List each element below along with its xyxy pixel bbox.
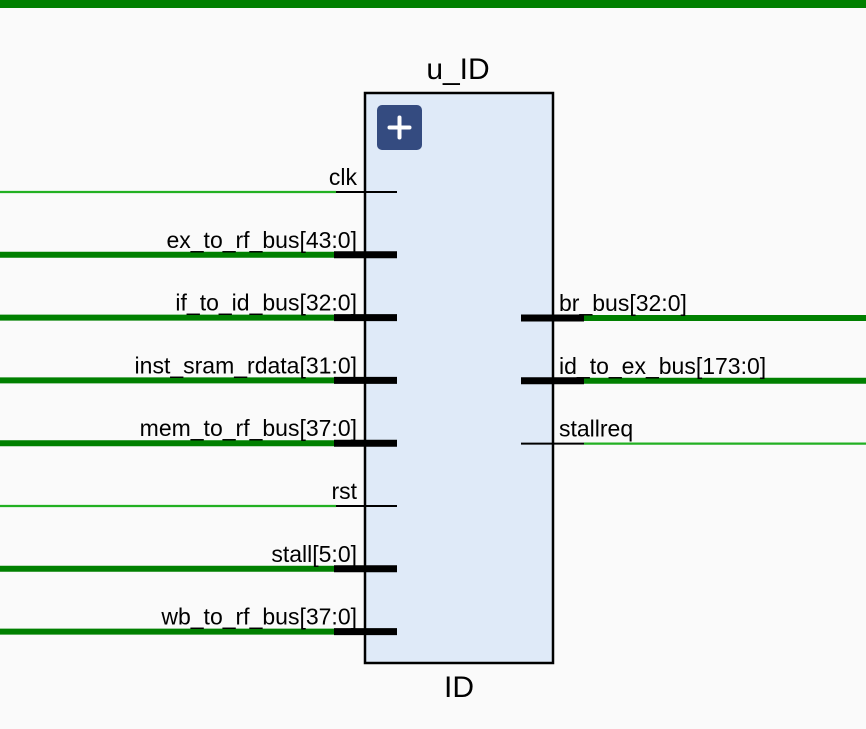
output-pin-label: id_to_ex_bus[173:0] (559, 353, 766, 379)
input-pin-label: inst_sram_rdata[31:0] (135, 352, 357, 378)
module-name: ID (444, 671, 474, 704)
input-pin-label: clk (329, 164, 358, 190)
input-pin-label: wb_to_rf_bus[37:0] (160, 604, 357, 630)
input-pin-rst[interactable]: rst (0, 478, 397, 508)
plus-icon (387, 115, 412, 140)
input-pin-label: ex_to_rf_bus[43:0] (166, 227, 357, 253)
input-pin-stall[interactable]: stall[5:0] (0, 541, 397, 573)
input-pin-inst-sram-rdata[interactable]: inst_sram_rdata[31:0] (0, 352, 397, 384)
input-pin-label: stall[5:0] (271, 541, 357, 567)
top-bus-wire[interactable] (0, 0, 866, 8)
input-pin-wb-to-rf-bus[interactable]: wb_to_rf_bus[37:0] (0, 604, 397, 636)
instance-name: u_ID (426, 53, 489, 86)
input-pin-if-to-id-bus[interactable]: if_to_id_bus[32:0] (0, 290, 397, 322)
input-pin-label: if_to_id_bus[32:0] (175, 290, 357, 316)
expand-button[interactable] (377, 105, 422, 150)
input-pin-label: rst (331, 478, 357, 504)
input-pins: clk ex_to_rf_bus[43:0] if_to_id_bus[32:0]i… (0, 164, 397, 636)
input-pin-clk[interactable]: clk (0, 164, 397, 194)
output-pin-br-bus[interactable]: br_bus[32:0] (521, 290, 866, 322)
output-pin-stallreq[interactable]: stallreq (521, 416, 866, 445)
input-pin-label: mem_to_rf_bus[37:0] (140, 415, 357, 441)
output-pin-label: br_bus[32:0] (559, 290, 687, 316)
output-pin-label: stallreq (559, 416, 633, 442)
output-pin-id-to-ex-bus[interactable]: id_to_ex_bus[173:0] (521, 353, 866, 385)
input-pin-ex-to-rf-bus[interactable]: ex_to_rf_bus[43:0] (0, 227, 397, 259)
input-pin-mem-to-rf-bus[interactable]: mem_to_rf_bus[37:0] (0, 415, 397, 447)
output-pins: br_bus[32:0] id_to_ex_bus[173:0] stallreq (521, 290, 866, 445)
